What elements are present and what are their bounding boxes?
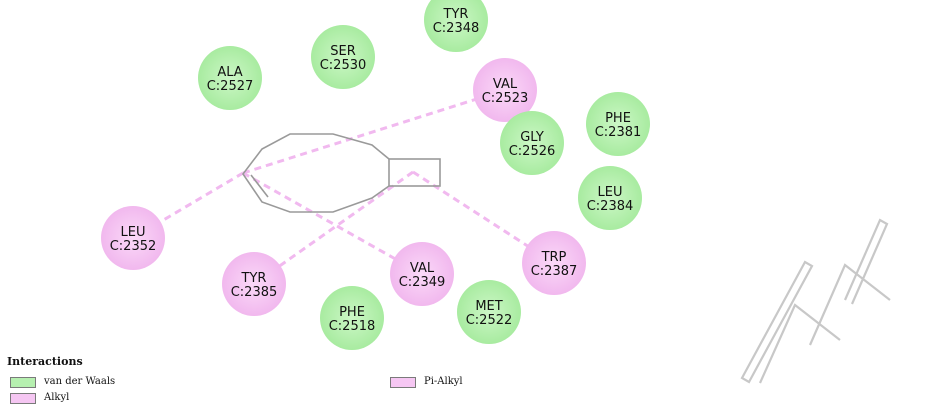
residue-disc: [522, 231, 586, 295]
legend-label-van-der-waals: van der Waals: [44, 376, 116, 387]
residue-name: VAL: [410, 261, 435, 276]
interaction-line-val2349: [242, 171, 423, 276]
interaction-line-tyr2385: [253, 170, 414, 286]
residue-code: C:2349: [399, 275, 446, 290]
residue-name: SER: [330, 44, 356, 59]
residue-name: PHE: [339, 305, 365, 320]
residue-name: MET: [475, 299, 502, 314]
residue-name: LEU: [598, 185, 623, 200]
residue-code: C:2387: [531, 264, 578, 279]
residue-name: VAL: [493, 77, 518, 92]
residue-code: C:2381: [595, 125, 642, 140]
residue-name: ALA: [217, 65, 242, 80]
residue-code: C:2518: [329, 319, 376, 334]
ligand-cyclobutane: [388, 158, 441, 187]
residue-disc: [101, 206, 165, 270]
residue-disc: [578, 166, 642, 230]
residue-code: C:2385: [231, 285, 278, 300]
legend-swatch-pi-alkyl: [390, 377, 416, 388]
residue-disc: [222, 252, 286, 316]
residue-disc: [457, 280, 521, 344]
ligand-double-bond: [250, 174, 269, 198]
legend-label-alkyl: Alkyl: [44, 392, 70, 403]
residue-disc: [473, 58, 537, 122]
watermark: [740, 218, 891, 384]
residue-name: PHE: [605, 111, 631, 126]
ligand-ring-bonds: [242, 133, 390, 213]
residue-name: TYR: [241, 271, 267, 286]
ligand-molecule: [242, 133, 441, 213]
residue-code: C:2523: [482, 91, 529, 106]
residue-disc: [320, 286, 384, 350]
residue-code: C:2352: [110, 239, 157, 254]
residue-disc: [198, 46, 262, 110]
interaction-line-val2523: [242, 88, 506, 175]
residue-disc: [390, 242, 454, 306]
residue-code: C:2530: [320, 58, 367, 73]
residue-code: C:2527: [207, 79, 254, 94]
legend-swatch-van-der-waals: [10, 377, 36, 388]
residue-disc: [500, 111, 564, 175]
legend-label-pi-alkyl: Pi-Alkyl: [424, 376, 463, 387]
residue-name: TYR: [443, 7, 469, 22]
residue-code: C:2384: [587, 199, 634, 214]
legend-swatch-alkyl: [10, 393, 36, 404]
residue-disc: [424, 0, 488, 52]
residue-code: C:2522: [466, 313, 513, 328]
residue-name: TRP: [541, 250, 567, 265]
residue-disc: [311, 25, 375, 89]
residue-code: C:2348: [433, 21, 480, 36]
residue-code: C:2526: [509, 144, 556, 159]
interaction-line-trp2387: [412, 170, 555, 265]
interaction-line-leu2352: [132, 171, 244, 240]
legend-title: Interactions: [7, 355, 83, 368]
residue-name: GLY: [520, 130, 544, 145]
residue-name: LEU: [121, 225, 146, 240]
residue-disc: [586, 92, 650, 156]
interaction-lines: [132, 88, 555, 286]
